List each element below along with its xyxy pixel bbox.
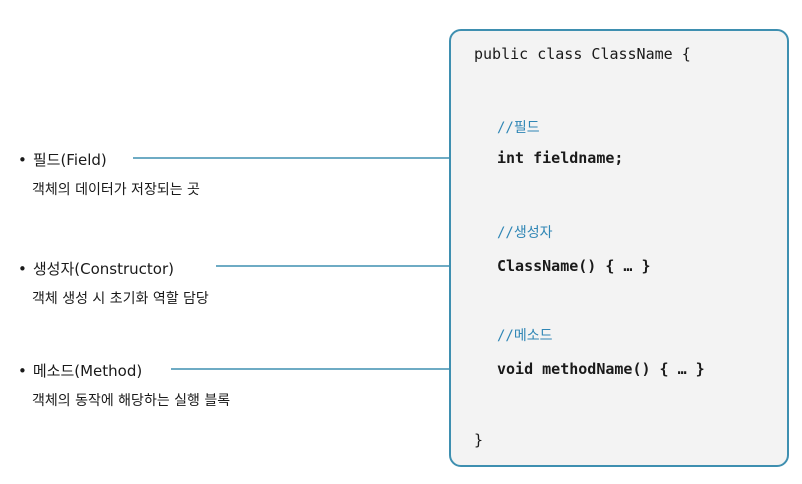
field-comment: //필드 xyxy=(497,120,540,136)
method-declaration: void methodName() { … } xyxy=(497,360,705,378)
field-description: 객체의 데이터가 저장되는 곳 xyxy=(32,182,200,198)
constructor-title: • 생성자(Constructor) xyxy=(18,258,174,279)
bullet-dot: • xyxy=(18,260,27,278)
field-title-text: 필드(Field) xyxy=(32,151,107,169)
constructor-comment: //생성자 xyxy=(497,225,553,241)
bullet-dot: • xyxy=(18,362,27,380)
class-closing-brace: } xyxy=(474,431,484,449)
method-title-text: 메소드(Method) xyxy=(32,362,143,380)
field-declaration: int fieldname; xyxy=(497,149,624,167)
class-header: public class ClassName { xyxy=(474,45,691,63)
constructor-description: 객체 생성 시 초기화 역할 담당 xyxy=(32,291,209,307)
class-code-box xyxy=(449,29,789,467)
bullet-dot: • xyxy=(18,151,27,169)
constructor-declaration: ClassName() { … } xyxy=(497,257,651,275)
method-title: • 메소드(Method) xyxy=(18,360,142,381)
method-comment: //메소드 xyxy=(497,328,553,344)
constructor-title-text: 생성자(Constructor) xyxy=(32,260,174,278)
method-description: 객체의 동작에 해당하는 실행 블록 xyxy=(32,393,231,409)
field-title: • 필드(Field) xyxy=(18,149,107,170)
